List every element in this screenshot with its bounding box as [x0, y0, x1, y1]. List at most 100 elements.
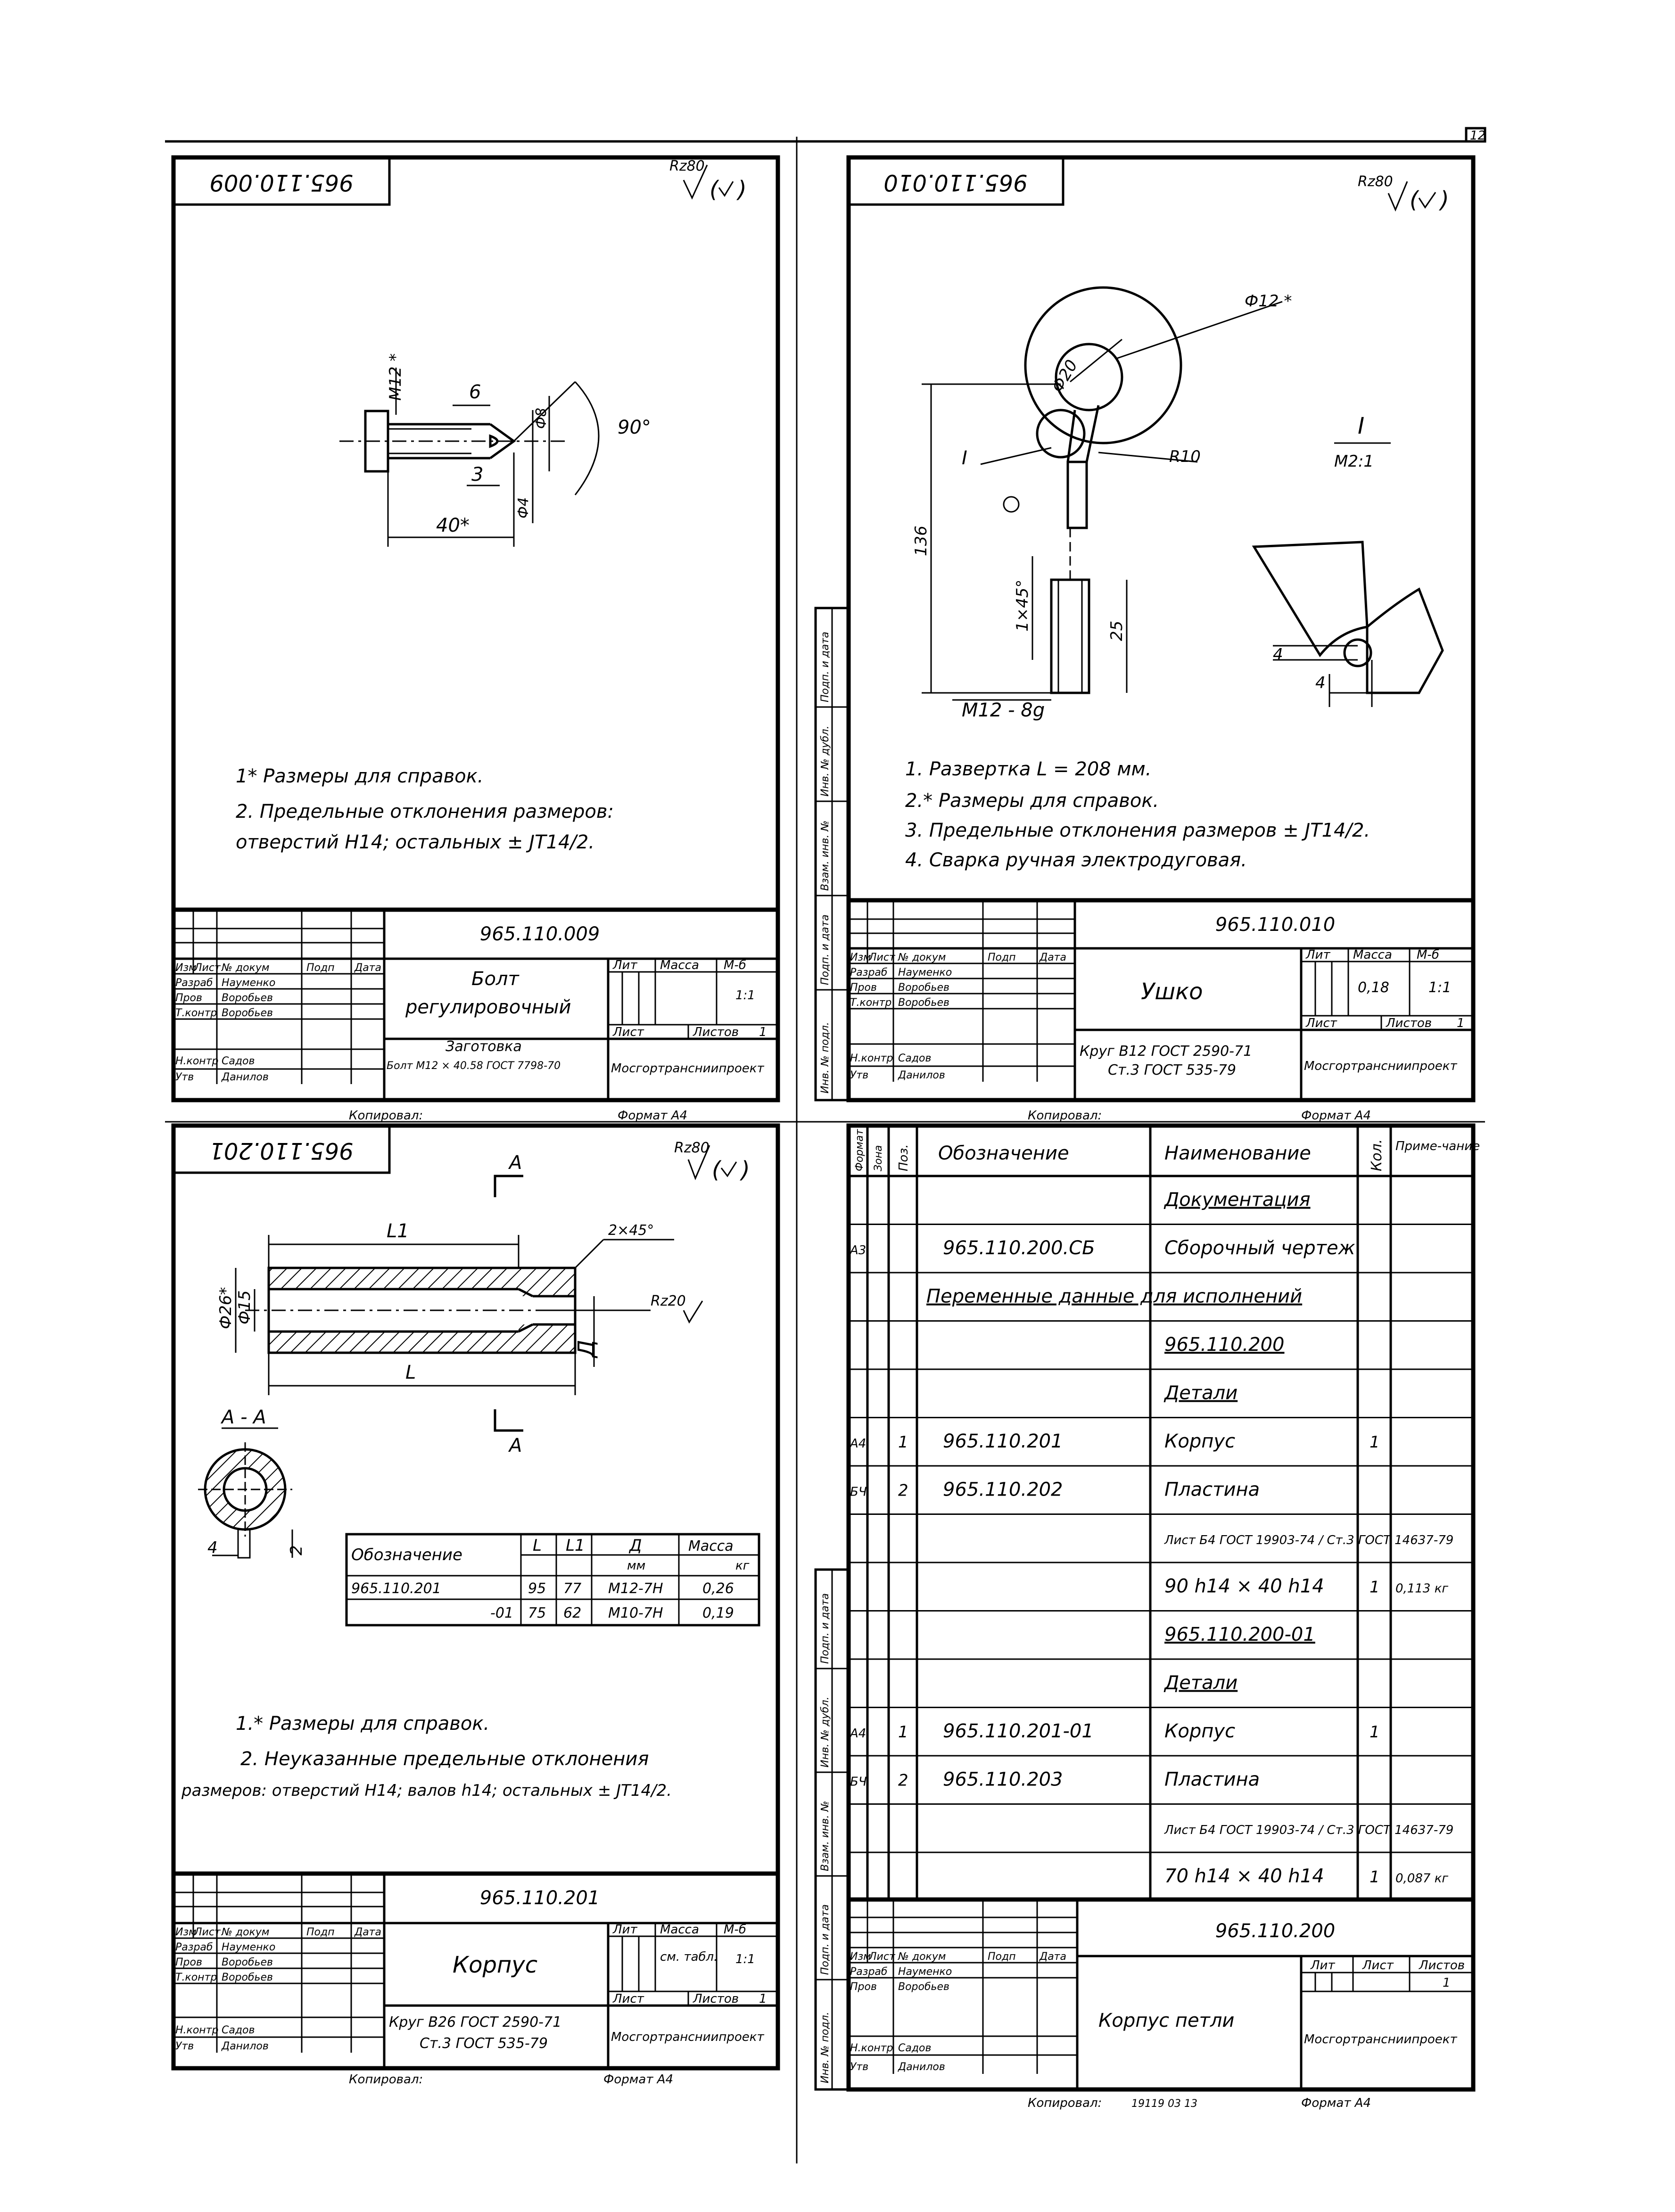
svg-text:Т.контр: Т.контр [175, 1007, 217, 1019]
svg-text:Разраб: Разраб [850, 1966, 887, 1978]
sheet-4: Формат Зона Поз. Обозначение Наименовани… [814, 1123, 1480, 2110]
sheet1-note-3: отверстий Н14; остальных ± JT14/2. [236, 831, 594, 853]
sheet3-code-rotated: 965.110.201 [209, 1137, 353, 1164]
svg-text:Подп. и дата: Подп. и дата [819, 1593, 831, 1664]
svg-text:Лист: Лист [612, 1992, 644, 2006]
svg-text:Утв: Утв [850, 1069, 868, 1081]
svg-text:Лист: Лист [868, 1951, 896, 1963]
svg-text:1:1: 1:1 [735, 988, 755, 1003]
spec-name-cell: Пластина [1164, 1769, 1260, 1791]
svg-text:Масса: Масса [660, 958, 699, 972]
side-stamp: Инв. № подл. Подп. и дата Взам. инв. № И… [814, 1568, 850, 2091]
svg-text:Подп. и дата: Подп. и дата [819, 632, 831, 702]
sheet1-title-1: Болт [471, 968, 520, 990]
svg-text:Приме-чание: Приме-чание [1395, 1139, 1480, 1153]
svg-text:Взам. инв. №: Взам. инв. № [819, 821, 831, 891]
svg-text:6: 6 [469, 381, 481, 403]
svg-text:Лист: Лист [194, 962, 221, 974]
svg-text:19119 03 13: 19119 03 13 [1131, 2098, 1197, 2110]
spec-name-cell: Пластина [1164, 1479, 1260, 1501]
svg-text:Ф15: Ф15 [235, 1290, 254, 1324]
sheet2-title-block: 965.110.010 Изм Лист № докум Подп Дата Р… [849, 898, 1473, 1123]
svg-text:Воробьев: Воробьев [898, 1981, 949, 1993]
spec-pos-cell: 1 [898, 1723, 908, 1742]
svg-text:Кол.: Кол. [1369, 1139, 1385, 1171]
sheet-number: 12 [1470, 129, 1485, 143]
dim-thread: М12 * [386, 354, 405, 401]
svg-text:(: ( [712, 1157, 722, 1183]
svg-text:Инв. № подл.: Инв. № подл. [819, 2012, 831, 2083]
spec-name-cell: 90 h14 × 40 h14 [1164, 1576, 1324, 1597]
svg-text:Масса: Масса [660, 1923, 699, 1937]
svg-text:Дата: Дата [1039, 952, 1066, 963]
spec-pos-cell: 2 [898, 1771, 908, 1790]
svg-text:(: ( [710, 176, 719, 203]
svg-text:Масса: Масса [1353, 948, 1392, 962]
svg-text:Воробьев: Воробьев [222, 1007, 273, 1019]
spec-note-cell: 0,087 кг [1395, 1872, 1448, 1886]
svg-text:Копировал:: Копировал: [349, 2072, 423, 2087]
svg-text:Круг В26 ГОСТ 2590-71: Круг В26 ГОСТ 2590-71 [389, 2014, 561, 2031]
svg-text:Утв: Утв [175, 1071, 194, 1083]
spec-name-cell: Документация [1163, 1189, 1311, 1211]
svg-text:Лит: Лит [612, 958, 637, 972]
sheet2-code: 965.110.010 [1215, 914, 1335, 936]
spec-designation-cell: 965.110.200.СБ [943, 1237, 1095, 1259]
svg-text:Подп: Подп [988, 1951, 1016, 1963]
spec-qty-cell: 1 [1370, 1433, 1380, 1452]
svg-text:Садов: Садов [898, 2042, 931, 2054]
svg-text:Формат А4: Формат А4 [1301, 2096, 1371, 2110]
svg-text:Rz80: Rz80 [669, 158, 705, 174]
svg-text:1: 1 [1457, 1016, 1465, 1030]
svg-text:Листов: Листов [693, 1992, 739, 2006]
svg-text:Воробьев: Воробьев [222, 992, 273, 1004]
svg-text:А - А: А - А [220, 1406, 266, 1428]
svg-text:Инв. № дубл.: Инв. № дубл. [819, 1696, 831, 1768]
sheet4-title-block: 965.110.200 Изм Лист № докум Подп Дата Р… [849, 1897, 1473, 2110]
sheet3-code: 965.110.201 [480, 1887, 600, 1909]
spec-note-cell: 0,113 кг [1395, 1582, 1448, 1596]
svg-text:Подп: Подп [988, 952, 1016, 963]
svg-text:№ докум: № докум [898, 1951, 946, 1963]
svg-text:Rz80: Rz80 [674, 1140, 710, 1156]
svg-text:Rz20: Rz20 [651, 1293, 686, 1309]
svg-text:Листов: Листов [1386, 1016, 1432, 1030]
svg-text:Науменко: Науменко [898, 1966, 952, 1978]
svg-text:90°: 90° [618, 417, 651, 438]
spec-pos-cell: 1 [898, 1433, 908, 1452]
svg-text:Зона: Зона [873, 1145, 884, 1171]
svg-text:4: 4 [1273, 645, 1283, 664]
svg-text:Данилов: Данилов [221, 1071, 269, 1083]
svg-text:1: 1 [759, 1025, 767, 1039]
svg-text:Мосгортрансниипроект: Мосгортрансниипроект [1304, 1059, 1457, 1073]
svg-text:Разраб: Разраб [175, 1941, 213, 1953]
svg-text:Формат А4: Формат А4 [1301, 1109, 1371, 1123]
svg-text:): ) [736, 176, 747, 203]
spec-format-cell: А3 [849, 1243, 866, 1258]
svg-text:Пров: Пров [175, 1957, 202, 1968]
svg-text:Лист: Лист [194, 1926, 221, 1938]
svg-text:см. табл.: см. табл. [660, 1950, 718, 1964]
svg-text:Разраб: Разраб [850, 967, 887, 979]
bolt-drawing: 40* М12 * 6 3 Ф4 Ф8 90° [339, 354, 651, 547]
svg-text:№ докум: № докум [221, 1926, 269, 1938]
svg-text:А: А [508, 1152, 522, 1174]
housing-drawing: L1 L 2×45° Ф26* Ф15 Rz20 Д А [198, 1152, 703, 1559]
spec-format-cell: А4 [849, 1437, 866, 1451]
svg-text:Лит: Лит [1310, 1958, 1335, 1973]
sheet1-title-2: регулировочный [405, 996, 571, 1018]
svg-text:4: 4 [1315, 674, 1326, 692]
spec-name-cell: Корпус [1164, 1431, 1235, 1452]
roughness-mark: Rz80 ( ) [674, 1140, 750, 1183]
svg-text:М10-7Н: М10-7Н [608, 1605, 663, 1621]
spec-designation-cell: 965.110.201-01 [943, 1720, 1094, 1742]
svg-text:0,26: 0,26 [702, 1580, 734, 1597]
sheet1-note-2: 2. Предельные отклонения размеров: [236, 801, 614, 822]
svg-text:Копировал:: Копировал: [1028, 1109, 1102, 1123]
svg-text:1: 1 [1443, 1976, 1451, 1990]
svg-text:Rz80: Rz80 [1358, 173, 1393, 190]
svg-text:Дата: Дата [354, 1926, 381, 1938]
svg-text:Дата: Дата [1039, 1951, 1066, 1963]
svg-text:0,18: 0,18 [1358, 979, 1389, 996]
